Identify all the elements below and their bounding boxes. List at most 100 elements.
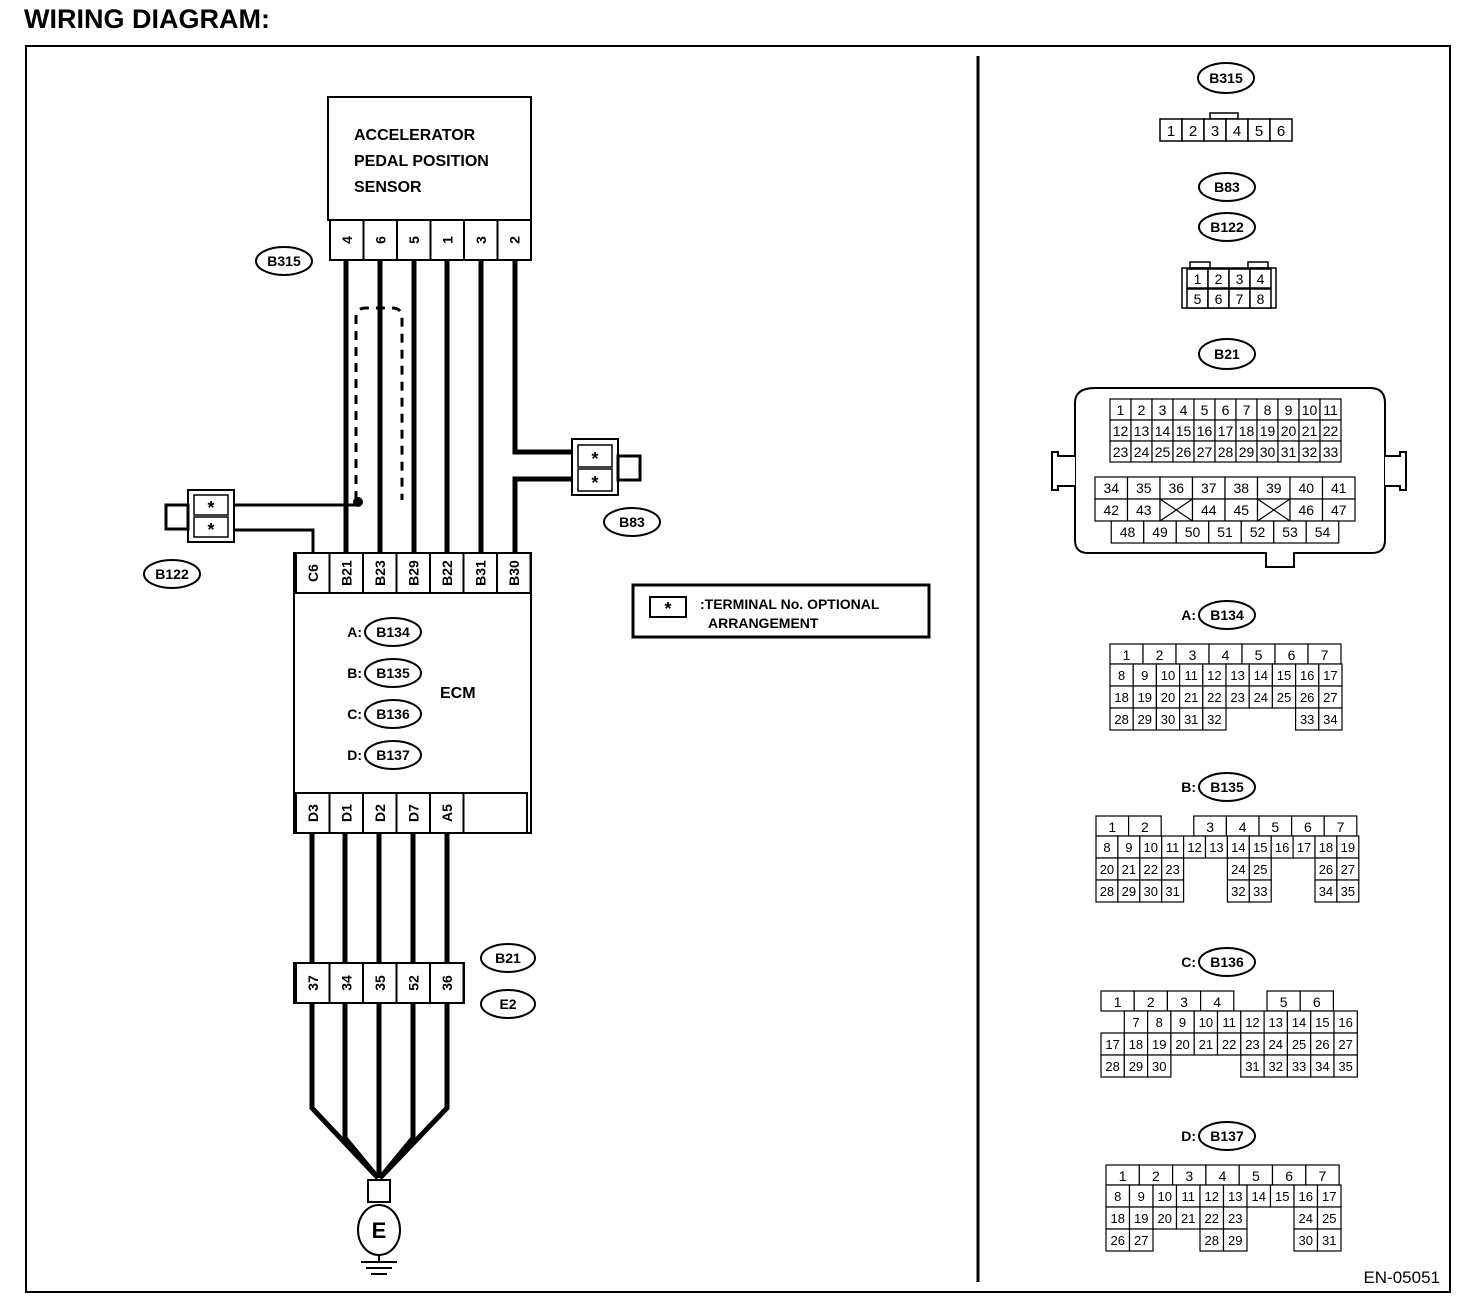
e2-callout-label: E2 — [499, 996, 516, 1012]
joint-pin-cell-35 — [362, 962, 398, 1004]
view-b134-pin-17: 17 — [1323, 668, 1337, 683]
view-b134-pin-32: 32 — [1207, 712, 1221, 727]
view-b21-pin-46: 46 — [1298, 502, 1314, 518]
ecm-bottom-pin-D7: D7 — [405, 804, 421, 822]
view-b83-pin-4: 4 — [1257, 271, 1265, 287]
b83-connector: * * — [571, 438, 642, 496]
view-b134-pin-15: 15 — [1277, 668, 1291, 683]
view-b137-pin-23: 23 — [1228, 1211, 1242, 1226]
view-b21-pin-38: 38 — [1233, 480, 1249, 496]
sensor-pin-6: 6 — [372, 236, 388, 244]
view-b137-cell-29 — [1222, 1228, 1248, 1252]
view-b136-pin-11: 11 — [1222, 1015, 1236, 1030]
sensor-pin-cell-3 — [463, 219, 499, 261]
ecm-top-pin-B21: B21 — [338, 560, 354, 586]
view-b135-pin-31: 31 — [1165, 884, 1179, 899]
diagram-frame — [25, 45, 1451, 1293]
view-b137-pin-14: 14 — [1252, 1189, 1266, 1204]
shield-splice-dot — [353, 497, 363, 507]
b122-pin-1: * — [207, 498, 214, 518]
view-b137-pin-16: 16 — [1299, 1189, 1313, 1204]
view-b21-pin-24: 24 — [1134, 444, 1150, 460]
sensor-pin-cell-6 — [362, 219, 398, 261]
view-b21-callout-label: B21 — [1214, 346, 1240, 362]
ecm-ref-prefix-B135: B: — [347, 665, 362, 681]
ecm-ref-b136-label: B136 — [376, 706, 410, 722]
view-b137-pin-26: 26 — [1111, 1233, 1125, 1248]
ecm-bottom-pin-D3: D3 — [305, 804, 321, 822]
view-b136-pin-26: 26 — [1315, 1037, 1329, 1052]
joint-pin-34: 34 — [338, 975, 354, 991]
view-b135-pin-16: 16 — [1275, 840, 1289, 855]
view-b21-pin-41: 41 — [1331, 480, 1347, 496]
sensor-ecm-wires — [230, 260, 578, 556]
view-b135-pin-2: 2 — [1141, 819, 1149, 835]
ecm-ref-prefix-B137: D: — [347, 747, 362, 763]
view-b136-pin-33: 33 — [1292, 1059, 1306, 1074]
ecm-ref-b134: B134 — [364, 617, 422, 647]
view-b21-pin-6: 6 — [1222, 402, 1230, 418]
view-b134-pin-6: 6 — [1288, 647, 1296, 663]
view-b83-pin-2: 2 — [1215, 271, 1223, 287]
view-b136-pin-25: 25 — [1292, 1037, 1306, 1052]
view-b21-pin-7: 7 — [1243, 402, 1251, 418]
view-b135-pin-28: 28 — [1100, 884, 1114, 899]
view-b21-pin-30: 30 — [1260, 444, 1276, 460]
view-b134-pin-26: 26 — [1300, 690, 1314, 705]
view-b137-pin-13: 13 — [1228, 1189, 1242, 1204]
view-b135-pin-3: 3 — [1206, 819, 1214, 835]
b122-pin-2: * — [207, 520, 214, 540]
view-b134-pin-22: 22 — [1207, 690, 1221, 705]
view-b136-pin-12: 12 — [1245, 1015, 1259, 1030]
view-b136-pin-20: 20 — [1175, 1037, 1189, 1052]
view-b134-pin-28: 28 — [1114, 712, 1128, 727]
view-b136-pin-21: 21 — [1199, 1037, 1213, 1052]
view-b21-pin-18: 18 — [1239, 423, 1255, 439]
view-b83-latch-right — [1247, 261, 1269, 269]
view-b135-pin-22: 22 — [1144, 862, 1158, 877]
view-b137-pin-2: 2 — [1152, 1168, 1160, 1184]
view-b136-pin-23: 23 — [1245, 1037, 1259, 1052]
view-b134-pin-19: 19 — [1138, 690, 1152, 705]
view-b21-cell-33 — [1319, 440, 1342, 463]
view-b135-pin-23: 23 — [1165, 862, 1179, 877]
view-b136-pin-17: 17 — [1105, 1037, 1119, 1052]
view-b21-pin-35: 35 — [1136, 480, 1152, 496]
sensor-pin-3: 3 — [473, 236, 489, 244]
view-b137-pin-29: 29 — [1228, 1233, 1242, 1248]
view-b21-tab-right — [1385, 451, 1407, 491]
ecm-bottom-blank — [462, 792, 528, 834]
view-b134-pin-27: 27 — [1323, 690, 1337, 705]
view-b21-pin-1: 1 — [1117, 402, 1125, 418]
view-b137-pin-22: 22 — [1205, 1211, 1219, 1226]
view-b135-pin-20: 20 — [1100, 862, 1114, 877]
view-b135-pin-26: 26 — [1319, 862, 1333, 877]
view-b83-pin-6: 6 — [1215, 291, 1223, 307]
view-b137-pin-3: 3 — [1185, 1168, 1193, 1184]
view-b136-pin-19: 19 — [1152, 1037, 1166, 1052]
view-b134-pin-13: 13 — [1230, 668, 1244, 683]
ground-label: E — [372, 1218, 387, 1243]
view-b135-callout-label: B135 — [1210, 779, 1244, 795]
view-b135-pin-29: 29 — [1122, 884, 1136, 899]
view-b134-pin-31: 31 — [1184, 712, 1198, 727]
view-b21-pin-12: 12 — [1113, 423, 1129, 439]
ground-symbol: E — [357, 1179, 401, 1275]
view-b136-cell-30 — [1146, 1054, 1172, 1078]
view-b83-pin-1: 1 — [1194, 271, 1202, 287]
b122-callout: B122 — [143, 559, 201, 589]
view-b137-pin-17: 17 — [1322, 1189, 1336, 1204]
view-b122-callout: B122 — [1198, 212, 1256, 242]
view-b21-pin-13: 13 — [1134, 423, 1150, 439]
view-b315-pin-3: 3 — [1211, 123, 1219, 140]
sensor-label-3: SENSOR — [354, 179, 422, 196]
view-b83-latch-left — [1189, 261, 1211, 269]
view-b21-pin-37: 37 — [1201, 480, 1217, 496]
view-b137-pin-24: 24 — [1299, 1211, 1313, 1226]
view-b137-pin-7: 7 — [1319, 1168, 1327, 1184]
